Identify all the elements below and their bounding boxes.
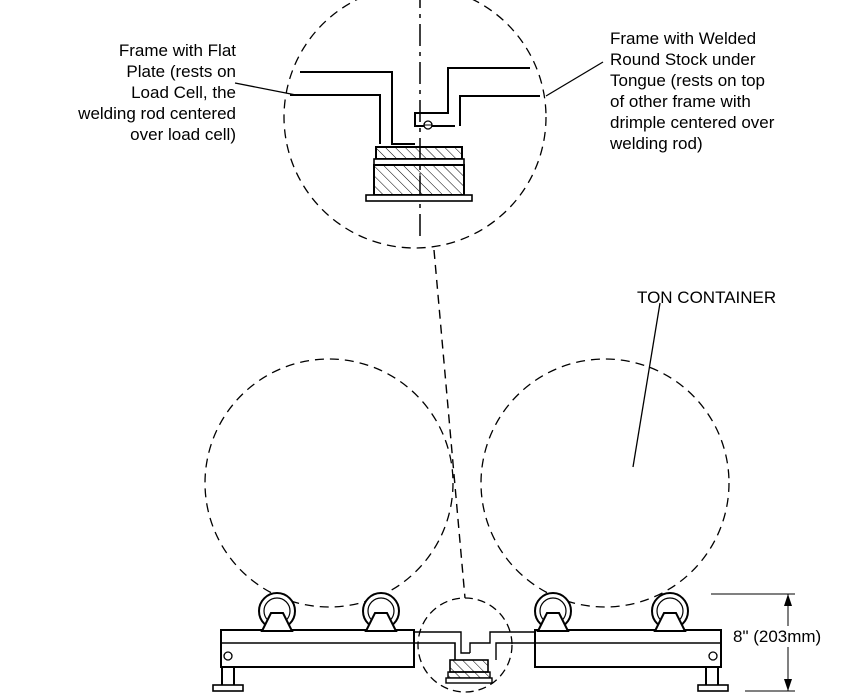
detail-connector [433, 249, 466, 599]
round-stock-leader [545, 61, 604, 97]
height-dimension-label: 8" (203mm) [731, 626, 824, 647]
ton-container-label: TON CONTAINER [637, 288, 777, 307]
right-frame-bottom [459, 95, 540, 126]
rollers [258, 592, 689, 632]
right-frame-top [414, 67, 530, 127]
left-frame-top [300, 71, 415, 145]
load-cell-top-plate [375, 146, 463, 160]
flat-plate-leader [234, 82, 297, 96]
bottom-load-cell [449, 659, 489, 673]
detail-view [283, 0, 547, 249]
flat-plate-label: Frame with Flat Plate (rests on Load Cel… [78, 41, 236, 144]
scale-frame [212, 597, 729, 693]
ton-container-leader [632, 302, 661, 468]
load-cell-body [373, 164, 465, 196]
ton-container-right [480, 358, 730, 608]
detail-circle [283, 0, 547, 249]
load-cell-base-plate [365, 194, 473, 202]
left-frame-bottom [290, 94, 381, 144]
detail-locator-circle [417, 597, 513, 693]
right-frame [534, 629, 722, 668]
ton-container-left [204, 358, 454, 608]
left-frame [220, 629, 415, 668]
welded-round-stock-label: Frame with Welded Round Stock under Tong… [610, 29, 775, 153]
